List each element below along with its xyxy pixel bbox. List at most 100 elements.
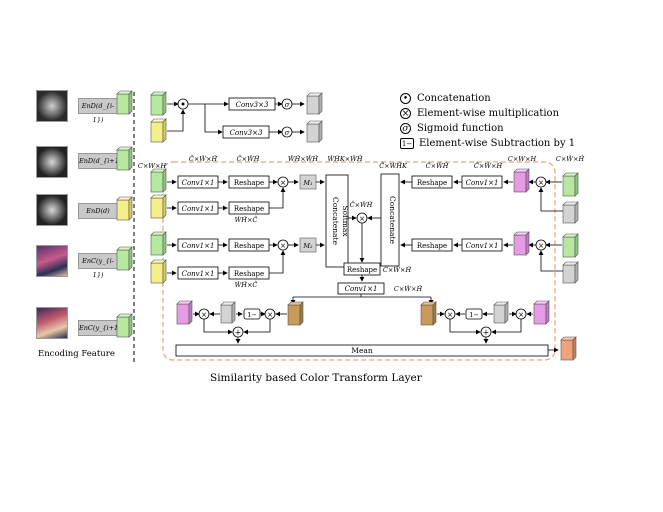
svg-text:1−: 1− — [469, 311, 479, 319]
svg-text:ŴĤ×Ĉ: ŴĤ×Ĉ — [235, 280, 258, 289]
bottom-magenta-left — [176, 300, 193, 325]
encoding-label-3: EnD(d) — [78, 203, 118, 219]
rowA-f — [150, 168, 167, 193]
svg-text:Reshape: Reshape — [234, 270, 264, 278]
svg-text:Reshape: Reshape — [234, 205, 264, 213]
dim-chat-w-h-2: Ĉ×Ŵ×Ĥ — [474, 161, 503, 170]
enc-cube-1 — [116, 90, 133, 115]
rowB-f — [150, 194, 167, 219]
encoding-thumb-5 — [36, 307, 68, 339]
svg-text:M₁: M₁ — [302, 179, 312, 187]
svg-text:+: + — [235, 328, 242, 337]
top-f-yellow — [150, 118, 167, 143]
svg-text:Ĉ×Ŵ×Ĥ: Ĉ×Ŵ×Ĥ — [383, 265, 412, 274]
svg-text:×: × — [538, 242, 544, 250]
svg-text:Conv1×1: Conv1×1 — [466, 179, 499, 187]
concat-softmax-block — [325, 174, 349, 268]
bottom-n-right — [493, 301, 509, 324]
svg-text:×: × — [447, 311, 453, 319]
enc-cube-4 — [116, 246, 133, 271]
bottom-brown-right — [420, 301, 437, 326]
dim-cwh-right: C×W×H — [508, 155, 537, 163]
svg-text:×: × — [280, 179, 286, 187]
dim-c-w-h: C×Ŵ×Ĥ — [556, 154, 585, 163]
svg-text:Reshape: Reshape — [417, 242, 447, 250]
svg-text:Conv1×1: Conv1×1 — [182, 270, 215, 278]
svg-text:Concatenate: Concatenate — [331, 197, 340, 246]
dim-wh-wh: ŴĤ×ŴĤ — [288, 154, 318, 163]
dim-chat-wh-1: Ĉ×ŴĤ — [237, 154, 260, 163]
subtract-one-icon: 1− — [400, 138, 414, 149]
mean-block — [175, 344, 549, 357]
svg-text:×: × — [518, 311, 524, 319]
svg-text:ŴĤ×Ĉ: ŴĤ×Ĉ — [235, 215, 258, 224]
rowR1-magenta — [513, 168, 530, 193]
svg-text:Conv1×1: Conv1×1 — [466, 242, 499, 250]
enc-cube-5 — [116, 313, 133, 338]
svg-text:Reshape: Reshape — [234, 242, 264, 250]
svg-text:×: × — [359, 215, 365, 223]
legend-subtraction: Element-wise Subtraction by 1 — [419, 138, 576, 149]
rowD-f — [150, 259, 167, 284]
encoding-label-4: EnC(y_{i-1}) — [78, 253, 118, 279]
legend-sigmoid: Sigmoid function — [417, 123, 504, 134]
concat-right-block — [380, 173, 400, 267]
bottom-magenta-right — [533, 300, 550, 325]
svg-text:×: × — [538, 179, 544, 187]
bottom-n-left — [220, 301, 236, 324]
rowR1-m — [562, 201, 579, 224]
encoding-label-1: EnD(d_{i-1}) — [78, 98, 118, 124]
rowR2-magenta — [513, 231, 530, 256]
encoding-thumb-1 — [36, 90, 68, 122]
svg-text:Conv1×1: Conv1×1 — [182, 179, 215, 187]
svg-text:1−: 1− — [247, 311, 257, 319]
svg-text:Ĉ×ŴĤ: Ĉ×ŴĤ — [350, 200, 373, 209]
encoding-thumb-4 — [36, 245, 68, 277]
top-f-green — [150, 91, 167, 116]
mask-m2 — [306, 120, 323, 143]
svg-text:Reshape: Reshape — [347, 266, 377, 274]
conv3-label-1: Conv3×3 — [236, 101, 269, 109]
encoding-caption: Encoding Feature — [38, 349, 115, 359]
mask-m1 — [306, 92, 323, 115]
bottom-brown-left — [287, 301, 304, 326]
legend-concatenation: Concatenation — [417, 93, 491, 104]
rowR2-m — [562, 261, 579, 284]
dim-chat-wh-2: Ĉ×ŴĤ — [426, 161, 449, 170]
svg-text:Conv1×1: Conv1×1 — [182, 205, 215, 213]
dim-chat-whk: Ĉ×ŴĤK — [379, 161, 408, 170]
svg-text:Mean: Mean — [351, 346, 373, 355]
sigmoid-icon: σ — [400, 123, 411, 134]
svg-text:Concatenate: Concatenate — [388, 196, 397, 245]
output-f — [560, 336, 577, 361]
svg-text:Conv1×1: Conv1×1 — [182, 242, 215, 250]
svg-text:×: × — [201, 311, 207, 319]
svg-text:×: × — [267, 311, 273, 319]
svg-text:σ: σ — [285, 101, 290, 109]
enc-cube-3 — [116, 196, 133, 221]
svg-text:Reshape: Reshape — [417, 179, 447, 187]
encoding-thumb-2 — [36, 146, 68, 178]
dim-whk-wh: ŴĤK×ŴĤ — [327, 154, 362, 163]
svg-text:×: × — [280, 242, 286, 250]
svg-text:Conv1×1: Conv1×1 — [345, 285, 378, 293]
concatenation-icon: • — [400, 93, 411, 104]
svg-text:+: + — [483, 328, 490, 337]
one-minus-right — [465, 308, 483, 320]
dim-cwh-left: C×W×H — [138, 162, 167, 170]
svg-text:Softmax: Softmax — [341, 205, 350, 237]
figure-caption: Similarity based Color Transform Layer — [210, 372, 422, 384]
conv3-label-2: Conv3×3 — [230, 129, 263, 137]
encoding-thumb-3 — [36, 194, 68, 226]
rowR1-f — [562, 172, 579, 197]
dim-chat-w-h-1: Ĉ×Ŵ×Ĥ — [189, 154, 218, 163]
enc-cube-2 — [116, 146, 133, 171]
rowR2-f — [562, 233, 579, 258]
multiply-icon: × — [400, 108, 411, 119]
svg-text:M₂: M₂ — [302, 242, 313, 250]
svg-text:Reshape: Reshape — [234, 179, 264, 187]
svg-text:σ: σ — [285, 129, 290, 137]
rowC-f — [150, 231, 167, 256]
